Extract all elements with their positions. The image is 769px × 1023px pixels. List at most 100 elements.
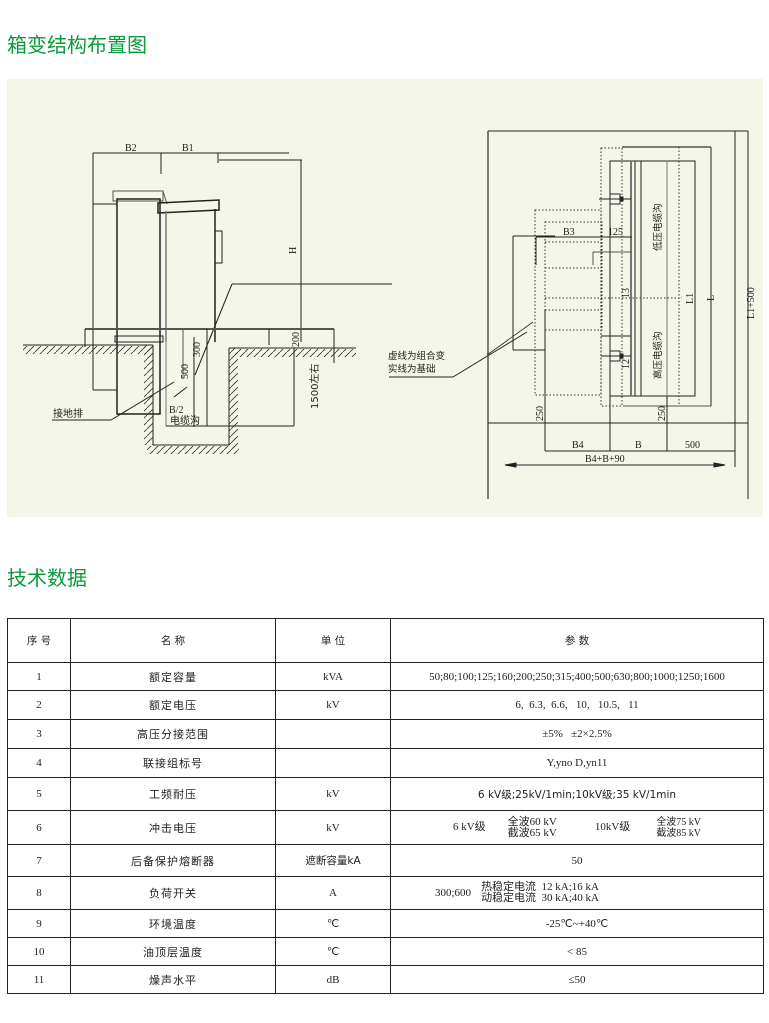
row-no: 7 xyxy=(7,844,71,877)
header-no: 序 号 xyxy=(7,618,71,663)
hline2 xyxy=(162,190,168,205)
dim-500-label: 500 xyxy=(180,364,191,379)
dim-13-label: 13 xyxy=(621,288,632,298)
row-name: 额定容量 xyxy=(70,662,276,691)
row-value: Y,yno D,yn11 xyxy=(390,748,764,778)
lv-trench-label: 低压电缆沟 xyxy=(652,203,664,251)
grounding-bar-label: 接地排 xyxy=(53,407,83,420)
row-no: 9 xyxy=(7,909,71,938)
impulse-chopped-wave-10: 截波85 kV xyxy=(656,827,702,839)
table-row: 1 额定容量 kVA 50;80;100;125;160;200;250;315… xyxy=(7,662,764,691)
legend-pointer xyxy=(486,321,534,356)
hatch-pit-left xyxy=(144,345,153,445)
dim-l-label: L xyxy=(706,295,717,301)
row-value: 6 kV级;25kV/1min;10kV级;35 kV/1min xyxy=(390,777,764,811)
row-unit: kV xyxy=(275,690,391,720)
section-heading-tech: 技术数据 xyxy=(7,566,87,590)
row-value: 50;80;100;125;160;200;250;315;400;500;63… xyxy=(390,662,764,691)
table-row: 5 工频耐压 kV 6 kV级;25kV/1min;10kV级;35 kV/1m… xyxy=(7,777,764,811)
row-unit: kV xyxy=(275,777,391,811)
tech-data-table: 序 号 名 称 单 位 参 数 1 额定容量 kVA 50;80;100;125… xyxy=(7,618,764,994)
impulse-full-wave-10: 全波75 kV xyxy=(656,816,702,828)
hatch-ground-right xyxy=(235,349,356,357)
row-name: 额定电压 xyxy=(70,690,276,720)
header-unit: 单 位 xyxy=(275,618,391,663)
dotted-box-3 xyxy=(544,221,603,331)
hatch-pit-bottom xyxy=(147,446,239,454)
table-row: 10 油顶层温度 ℃ < 85 xyxy=(7,937,764,966)
impulse-class-10: 10kV级 xyxy=(594,821,631,833)
cabinet-handle xyxy=(214,230,223,264)
row-no: 1 xyxy=(7,662,71,691)
row-unit: dB xyxy=(275,965,391,994)
row-name: 油顶层温度 xyxy=(70,937,276,966)
switch-thermal-current: 热稳定电流 12 kA;16 kA xyxy=(481,881,600,893)
dim-b1-label: B1 xyxy=(182,143,194,154)
row-value: 6 kV级 全波60 kV 截波65 kV 10kV级 全波75 kV 截波85… xyxy=(390,810,764,845)
tick xyxy=(173,386,188,398)
left-cabinet-top xyxy=(112,190,164,202)
table-row: 7 后备保护熔断器 遮断容量kA 50 xyxy=(7,844,764,877)
dotted-box-1 xyxy=(600,147,623,407)
table-row: 6 冲击电压 kV 6 kV级 全波60 kV 截波65 kV 10kV级 全波… xyxy=(7,810,764,845)
legend-leader-diag xyxy=(452,331,528,378)
row-no: 6 xyxy=(7,810,71,845)
table-row: 8 负荷开关 A 300;600 热稳定电流 12 kA;16 kA 动稳定电流… xyxy=(7,876,764,910)
row-no: 3 xyxy=(7,719,71,749)
hv-trench-label: 高压电缆沟 xyxy=(652,331,664,379)
table-header-row: 序 号 名 称 单 位 参 数 xyxy=(7,618,764,663)
row-value: ≤50 xyxy=(390,965,764,994)
cable-trench-label: 电缆沟 xyxy=(170,414,200,427)
table-row: 3 高压分接范围 ±5% ±2×2.5% xyxy=(7,719,764,749)
dim-200-label: 200 xyxy=(291,332,302,347)
ground-leader-diag xyxy=(110,381,175,421)
row-value: 6, 6.3, 6.6, 10, 10.5, 11 xyxy=(390,690,764,720)
l1-frame xyxy=(609,160,696,397)
dim-250-left-label: 250 xyxy=(535,406,546,421)
hatch-pit-right xyxy=(229,348,238,448)
left-cabinet xyxy=(116,198,161,415)
table-row: 4 联接组标号 Y,yno D,yn11 xyxy=(7,748,764,778)
header-name: 名 称 xyxy=(70,618,276,663)
dim-l1-500-label: L1+500 xyxy=(746,287,757,319)
row-no: 10 xyxy=(7,937,71,966)
arrow-left xyxy=(504,462,517,468)
side-view xyxy=(23,152,528,454)
row-value: -25℃~+40℃ xyxy=(390,909,764,938)
row-no: 8 xyxy=(7,876,71,910)
table-row: 2 额定电压 kV 6, 6.3, 6.6, 10, 10.5, 11 xyxy=(7,690,764,720)
main-cabinet-roof xyxy=(157,199,220,214)
row-name: 高压分接范围 xyxy=(70,719,276,749)
dim-1500-label: 1500左右 xyxy=(308,364,321,409)
row-unit: 遮断容量kA xyxy=(275,844,391,877)
row-unit xyxy=(275,748,391,778)
impulse-chopped-wave-6: 截波65 kV xyxy=(507,826,557,839)
impulse-class-6: 6 kV级 xyxy=(452,821,486,833)
row-value: ±5% ±2×2.5% xyxy=(390,719,764,749)
row-no: 2 xyxy=(7,690,71,720)
row-value: < 85 xyxy=(390,937,764,966)
row-unit: ℃ xyxy=(275,909,391,938)
dim-b-half-label: B/2 xyxy=(169,405,183,416)
row-no: 4 xyxy=(7,748,71,778)
row-name: 工频耐压 xyxy=(70,777,276,811)
left-base xyxy=(114,335,164,343)
row-value: 50 xyxy=(390,844,764,877)
row-unit: kVA xyxy=(275,662,391,691)
dim-b3-label: B3 xyxy=(563,227,575,238)
row-unit: ℃ xyxy=(275,937,391,966)
dim-b2-label: B2 xyxy=(125,143,137,154)
row-no: 11 xyxy=(7,965,71,994)
hatch-ground-left xyxy=(23,346,153,354)
dim-b4-label: B4 xyxy=(572,440,584,451)
row-value: 300;600 热稳定电流 12 kA;16 kA 动稳定电流 30 kA;40… xyxy=(390,876,764,910)
arrow-right xyxy=(713,462,726,468)
legend-line2: 实线为基础 xyxy=(388,363,436,375)
row-name: 负荷开关 xyxy=(70,876,276,910)
dim-b-label: B xyxy=(635,440,642,451)
row-name: 环境温度 xyxy=(70,909,276,938)
layout-drawing: B2 B1 H 300 500 200 1500左右 B/2 电缆沟 接地排 虚… xyxy=(7,79,763,517)
dim-h-label: H xyxy=(288,247,299,254)
impulse-full-wave-6: 全波60 kV xyxy=(507,815,557,828)
dotted-box-2 xyxy=(534,209,602,396)
